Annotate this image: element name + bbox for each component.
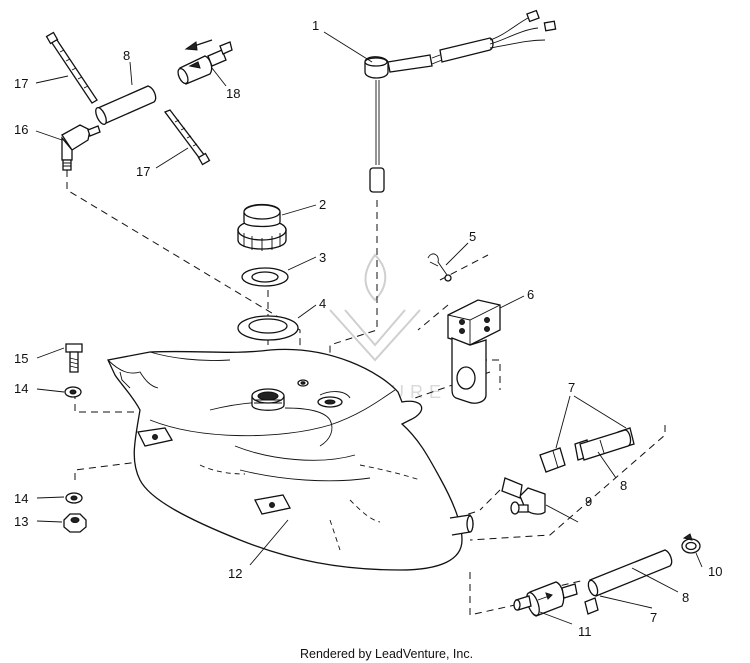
elbow-fitting xyxy=(501,477,546,515)
callout-17-upper: 17 xyxy=(14,76,28,91)
callout-7-upper: 7 xyxy=(568,380,575,395)
bolt xyxy=(65,343,83,373)
washer-top xyxy=(64,386,82,398)
callout-14-upper: 14 xyxy=(14,381,28,396)
callout-7-lower: 7 xyxy=(650,610,657,625)
washer-bottom xyxy=(65,492,83,504)
callout-9: 9 xyxy=(585,494,592,509)
fuel-sender xyxy=(364,9,557,193)
vent-elbow xyxy=(61,124,101,171)
callout-6: 6 xyxy=(527,287,534,302)
callout-15: 15 xyxy=(14,351,28,366)
callout-8-top: 8 xyxy=(123,48,130,63)
callout-18: 18 xyxy=(226,86,240,101)
callout-16: 16 xyxy=(14,122,28,137)
callout-1: 1 xyxy=(312,18,319,33)
callout-8-middle: 8 xyxy=(620,478,627,493)
callout-10: 10 xyxy=(708,564,722,579)
callout-2: 2 xyxy=(319,197,326,212)
callout-labels: 1 2 3 4 5 6 7 7 8 8 8 9 10 11 12 13 14 1… xyxy=(14,18,722,639)
tank-bracket xyxy=(447,299,501,404)
check-valve xyxy=(177,39,233,85)
fuel-filter xyxy=(513,581,578,617)
render-credit: Rendered by LeadVenture, Inc. xyxy=(300,647,473,661)
callout-12: 12 xyxy=(228,566,242,581)
clip xyxy=(427,253,452,282)
callout-13: 13 xyxy=(14,514,28,529)
cap-gasket xyxy=(241,267,289,287)
callout-5: 5 xyxy=(469,229,476,244)
neck-gasket xyxy=(237,315,299,341)
nut xyxy=(63,513,87,533)
cable-tie-upper xyxy=(45,31,98,104)
fuel-tank xyxy=(107,348,474,571)
fuel-cap xyxy=(237,203,287,251)
callout-17-lower: 17 xyxy=(136,164,150,179)
callout-8-bottom: 8 xyxy=(682,590,689,605)
callout-14-lower: 14 xyxy=(14,491,28,506)
cable-tie-lower xyxy=(163,109,211,166)
callout-11: 11 xyxy=(578,624,592,639)
spring-clamp xyxy=(681,533,701,554)
fuel-hoses xyxy=(95,85,673,597)
callout-4: 4 xyxy=(319,296,326,311)
leader-lines xyxy=(35,31,703,625)
callout-3: 3 xyxy=(319,250,326,265)
